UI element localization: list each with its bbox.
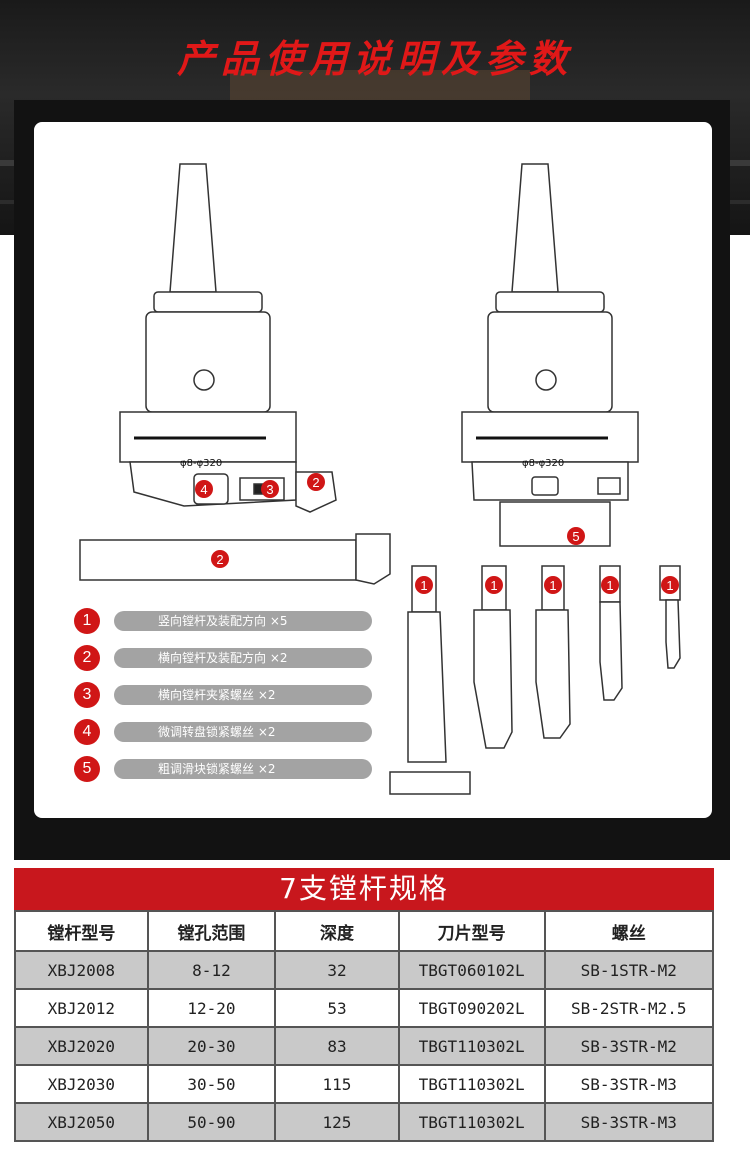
legend-number: 1: [74, 608, 100, 634]
cell: TBGT090202L: [397, 988, 546, 1028]
cell: XBJ2020: [14, 1026, 149, 1066]
spec-title: 7支镗杆规格: [14, 868, 714, 910]
cell: TBGT110302L: [397, 1026, 546, 1066]
callout-badge: [211, 550, 229, 568]
table-header-row: 镗杆型号 镗孔范围 深度 刀片型号 螺丝: [14, 910, 715, 952]
column-header: 螺丝: [543, 910, 715, 952]
cell: 12-20: [146, 988, 277, 1028]
cell: TBGT110302L: [397, 1064, 546, 1104]
cell: SB-1STR-M2: [543, 950, 715, 990]
legend-number: 3: [74, 682, 100, 708]
callout-label: 1: [549, 578, 556, 593]
callout-label: 4: [200, 482, 207, 497]
cell: SB-2STR-M2.5: [543, 988, 715, 1028]
cell: XBJ2012: [14, 988, 149, 1028]
cell: 50-90: [146, 1102, 277, 1142]
legend-number: 4: [74, 719, 100, 745]
callout-label: 2: [312, 475, 319, 490]
cell: 8-12: [146, 950, 277, 990]
column-header: 镗孔范围: [146, 910, 277, 952]
callout-badge: [307, 473, 325, 491]
vertical-bars: [389, 565, 681, 795]
cell: 30-50: [146, 1064, 277, 1104]
callout-label: 2: [216, 552, 223, 567]
cell: XBJ2030: [14, 1064, 149, 1104]
scale-label-left: φ8-φ320: [180, 458, 222, 469]
horizontal-bar: [79, 533, 391, 585]
cell: 20-30: [146, 1026, 277, 1066]
legend-number: 2: [74, 645, 100, 671]
table-row: XBJ2012 12-20 53 TBGT090202L SB-2STR-M2.…: [14, 988, 715, 1028]
callout-badge: [485, 576, 503, 594]
table-row: XBJ2008 8-12 32 TBGT060102L SB-1STR-M2: [14, 950, 715, 990]
cell: 115: [274, 1064, 400, 1104]
table-row: XBJ2050 50-90 125 TBGT110302L SB-3STR-M3: [14, 1102, 715, 1142]
boring-head-left: [119, 163, 337, 513]
column-header: 镗杆型号: [14, 910, 149, 952]
cell: XBJ2008: [14, 950, 149, 990]
legend-text: 微调转盘锁紧螺丝 ×2: [114, 722, 372, 742]
cell: XBJ2050: [14, 1102, 149, 1142]
legend-number: 5: [74, 756, 100, 782]
column-header: 刀片型号: [397, 910, 546, 952]
cell: SB-3STR-M2: [543, 1026, 715, 1066]
cell: TBGT110302L: [397, 1102, 546, 1142]
callout-badge: [567, 527, 585, 545]
legend-text: 竖向镗杆及装配方向 ×5: [114, 611, 372, 631]
table-row: XBJ2020 20-30 83 TBGT110302L SB-3STR-M2: [14, 1026, 715, 1066]
cell: 83: [274, 1026, 400, 1066]
diagram-panel: φ8-φ320 φ8-φ320 4 3 2 2 5 1 1 1 1 1: [34, 122, 712, 818]
callout-label: 5: [572, 529, 579, 544]
cell: SB-3STR-M3: [543, 1064, 715, 1104]
page-title: 产品使用说明及参数: [176, 37, 573, 81]
callout-label: 1: [606, 578, 613, 593]
callout-label: 1: [666, 578, 673, 593]
cell: TBGT060102L: [397, 950, 546, 990]
callout-label: 1: [490, 578, 497, 593]
boring-head-right: [461, 163, 639, 547]
cell: 32: [274, 950, 400, 990]
callout-badge: [661, 576, 679, 594]
callout-badge: [601, 576, 619, 594]
cell: 53: [274, 988, 400, 1028]
cell: 125: [274, 1102, 400, 1142]
legend-text: 横向镗杆夹紧螺丝 ×2: [114, 685, 372, 705]
callout-badge: [195, 480, 213, 498]
callout-badge: [261, 480, 279, 498]
column-header: 深度: [274, 910, 400, 952]
callout-badge: [544, 576, 562, 594]
callout-badge: [415, 576, 433, 594]
tool-diagram: φ8-φ320 φ8-φ320 4 3 2 2 5 1 1 1 1 1: [79, 163, 681, 795]
spec-table: 镗杆型号 镗孔范围 深度 刀片型号 螺丝 XBJ2008 8-12 32 TBG…: [14, 910, 715, 1142]
callout-label: 3: [266, 482, 273, 497]
scale-label-right: φ8-φ320: [522, 458, 564, 469]
callout-label: 1: [420, 578, 427, 593]
cell: SB-3STR-M3: [543, 1102, 715, 1142]
table-row: XBJ2030 30-50 115 TBGT110302L SB-3STR-M3: [14, 1064, 715, 1104]
legend-text: 粗调滑块锁紧螺丝 ×2: [114, 759, 372, 779]
legend-text: 横向镗杆及装配方向 ×2: [114, 648, 372, 668]
